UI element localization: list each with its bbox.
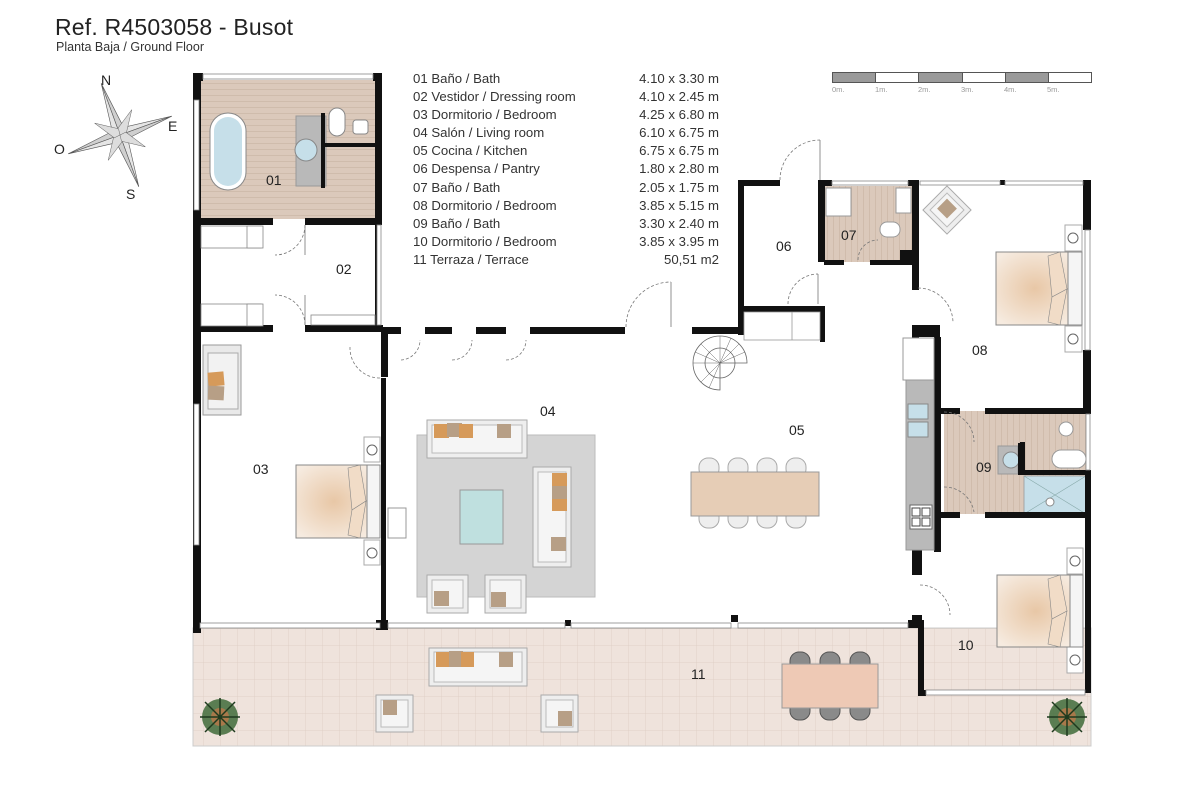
- legend-room-name: 09 Baño / Bath: [413, 215, 501, 231]
- legend-row: 02 Vestidor / Dressing room 4.10 x 2.45 m: [413, 88, 719, 106]
- terrace-floor: [192, 627, 1092, 747]
- scale-labels: 0m. 1m. 2m. 3m. 4m. 5m.: [832, 83, 1092, 95]
- room-label-11: 11: [691, 666, 706, 682]
- legend-room-name: 02 Vestidor / Dressing room: [413, 89, 576, 105]
- scale-segment: [876, 73, 920, 82]
- legend-row: 11 Terraza / Terrace 50,51 m2: [413, 251, 719, 269]
- room-label-08: 08: [972, 342, 988, 358]
- bed-10: [996, 547, 1084, 674]
- legend-room-name: 10 Dormitorio / Bedroom: [413, 233, 557, 249]
- scale-segment: [962, 73, 1006, 82]
- legend-row: 01 Baño / Bath 4.10 x 3.30 m: [413, 70, 719, 88]
- plant-icon: [200, 698, 240, 736]
- compass-east-label: E: [168, 118, 178, 134]
- legend-row: 07 Baño / Bath 2.05 x 1.75 m: [413, 179, 719, 197]
- room-label-01: 01: [266, 172, 282, 188]
- scale-label: 0m.: [832, 85, 845, 94]
- legend-room-size: 3.85 x 3.95 m: [639, 233, 719, 249]
- legend-room-size: 2.05 x 1.75 m: [639, 179, 719, 195]
- legend-room-size: 4.25 x 6.80 m: [639, 107, 719, 123]
- bed-03: [202, 344, 407, 566]
- legend-room-size: 3.30 x 2.40 m: [639, 215, 719, 231]
- legend-row: 05 Cocina / Kitchen 6.75 x 6.75 m: [413, 142, 719, 160]
- compass-south-label: S: [126, 186, 136, 202]
- legend-room-size: 50,51 m2: [664, 251, 719, 267]
- legend-row: 03 Dormitorio / Bedroom 4.25 x 6.80 m: [413, 106, 719, 124]
- legend-room-name: 06 Despensa / Pantry: [413, 161, 540, 177]
- room-label-02: 02: [336, 261, 352, 277]
- legend-room-size: 1.80 x 2.80 m: [639, 161, 719, 177]
- legend-room-size: 6.10 x 6.75 m: [639, 125, 719, 141]
- scale-segment: [833, 73, 877, 82]
- scale-segment: [1048, 73, 1092, 82]
- legend-room-name: 01 Baño / Bath: [413, 71, 501, 86]
- compass-north-label: N: [101, 72, 112, 88]
- legend-room-name: 07 Baño / Bath: [413, 179, 501, 195]
- scale-segment: [919, 73, 963, 82]
- room-label-10: 10: [958, 637, 974, 653]
- compass-west-label: O: [54, 141, 65, 157]
- legend-room-size: 4.10 x 3.30 m: [639, 71, 719, 86]
- room-label-03: 03: [253, 461, 269, 477]
- plan-title: Ref. R4503058 - Busot: [55, 14, 294, 40]
- room-label-05: 05: [789, 422, 805, 438]
- living-room-furniture: [416, 419, 596, 614]
- legend-row: 10 Dormitorio / Bedroom 3.85 x 3.95 m: [413, 233, 719, 251]
- legend-room-name: 03 Dormitorio / Bedroom: [413, 107, 557, 123]
- scale-label: 3m.: [961, 85, 974, 94]
- room-label-04: 04: [540, 403, 556, 419]
- dining-table: [690, 457, 820, 529]
- kitchen-counter: [902, 337, 935, 551]
- scale-label: 5m.: [1047, 85, 1060, 94]
- legend-room-name: 08 Dormitorio / Bedroom: [413, 197, 557, 213]
- legend-room-name: 05 Cocina / Kitchen: [413, 143, 528, 159]
- legend-room-size: 4.10 x 2.45 m: [639, 89, 719, 105]
- spiral-staircase: [692, 335, 748, 391]
- compass-rose-icon: [68, 83, 172, 187]
- scale-label: 2m.: [918, 85, 931, 94]
- terrace-furniture: [375, 647, 879, 733]
- legend-row: 06 Despensa / Pantry 1.80 x 2.80 m: [413, 160, 719, 178]
- room-label-09: 09: [976, 459, 992, 475]
- legend-row: 08 Dormitorio / Bedroom 3.85 x 5.15 m: [413, 197, 719, 215]
- legend-row: 09 Baño / Bath 3.30 x 2.40 m: [413, 215, 719, 233]
- legend-room-size: 6.75 x 6.75 m: [639, 143, 719, 159]
- plan-subtitle: Planta Baja / Ground Floor: [56, 40, 204, 54]
- legend-room-name: 11 Terraza / Terrace: [413, 251, 529, 267]
- scale-segment: [1005, 73, 1049, 82]
- scale-label: 1m.: [875, 85, 888, 94]
- scale-bar: 0m. 1m. 2m. 3m. 4m. 5m.: [832, 72, 1092, 95]
- room-label-06: 06: [776, 238, 792, 254]
- legend-row: 04 Salón / Living room 6.10 x 6.75 m: [413, 124, 719, 142]
- bed-08: [922, 185, 1083, 353]
- legend-room-size: 3.85 x 5.15 m: [639, 197, 719, 213]
- scale-label: 4m.: [1004, 85, 1017, 94]
- room-label-07: 07: [841, 227, 857, 243]
- plant-icon: [1047, 698, 1087, 736]
- scale-bar-segments: [832, 72, 1092, 83]
- legend-room-name: 04 Salón / Living room: [413, 125, 545, 141]
- room-legend: 01 Baño / Bath 4.10 x 3.30 m 02 Vestidor …: [413, 70, 719, 269]
